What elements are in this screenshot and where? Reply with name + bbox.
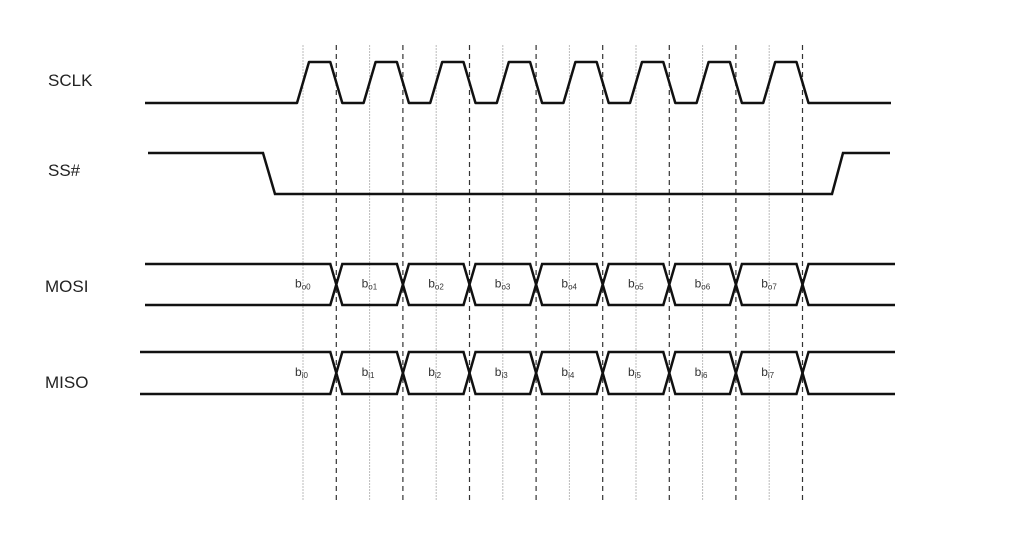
mosi-tail <box>801 262 895 307</box>
miso-bit-label: bi3 <box>495 365 508 380</box>
label-sclk: SCLK <box>48 71 93 90</box>
mosi-bit-label: bo6 <box>695 277 711 292</box>
label-ss: SS# <box>48 161 81 180</box>
mosi-bit-label: bo1 <box>362 277 378 292</box>
miso-bit-label: bi4 <box>561 365 574 380</box>
mosi-bit-label: bo3 <box>495 277 511 292</box>
miso-bit-label: bi1 <box>362 365 375 380</box>
label-miso: MISO <box>45 373 88 392</box>
ss-waveform <box>148 151 890 196</box>
miso-tail <box>801 350 895 396</box>
mosi-bit-label: bo5 <box>628 277 644 292</box>
mosi-bit-label: bo7 <box>761 277 777 292</box>
miso-bit-label: bi0 <box>295 365 308 380</box>
timing-gridlines <box>302 45 804 500</box>
miso-bit-label: bi6 <box>695 365 708 380</box>
label-mosi: MOSI <box>45 277 88 296</box>
mosi-bit-label: bo0 <box>295 277 311 292</box>
bit-labels: bo0 bo1 bo2 bo3 bo4 bo5 bo6 bo7 bi0 bi1 bi2 bi3 bi4 b… <box>295 277 777 381</box>
mosi-bit-label: bo2 <box>428 277 444 292</box>
miso-bit-label: bi7 <box>761 365 774 380</box>
waveforms <box>140 60 895 396</box>
miso-bit-label: bi5 <box>628 365 641 380</box>
sclk-waveform <box>145 60 891 105</box>
mosi-bit-label: bo4 <box>561 277 577 292</box>
miso-bit-label: bi2 <box>428 365 441 380</box>
